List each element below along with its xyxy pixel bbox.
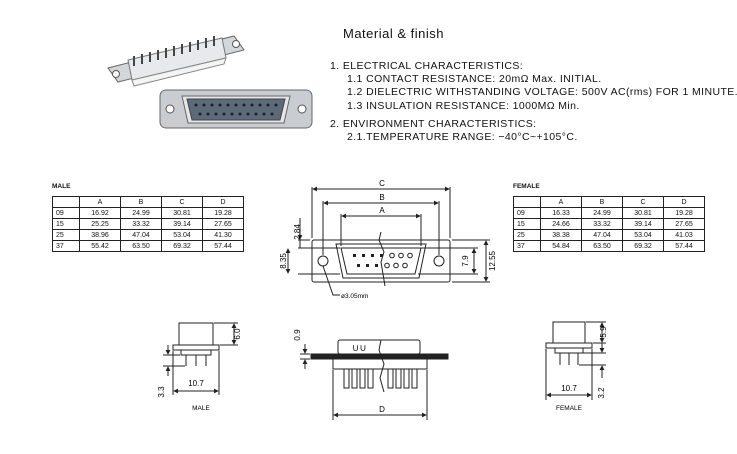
dielectric-voltage: 1.2 DIELECTRIC WITHSTANDING VOLTAGE: 500… [347, 86, 737, 99]
female-width-label: 10.7 [561, 384, 577, 393]
hole-diameter-label: ø3.05mm [341, 293, 368, 300]
female-side-caption: FEMALE [556, 405, 583, 412]
female-side-drawing [545, 321, 606, 400]
female-dimension-table: A B C D 09 16.33 24.99 30.81 19.28 15 24… [513, 196, 705, 252]
female-pin-label: 3.2 [597, 387, 606, 399]
table-row: 09 16.33 24.99 30.81 19.28 [513, 207, 705, 219]
table-header-row: A B C D [513, 196, 705, 208]
specifications: 1. ELECTRICAL CHARACTERISTICS: 1.1 CONTA… [330, 60, 737, 144]
dim-b-label: B [379, 193, 384, 202]
dim-a-label: A [379, 206, 385, 215]
front-view-drawing [285, 186, 490, 296]
male-side-drawing [163, 322, 238, 395]
male-height-label: 6.0 [233, 328, 242, 340]
temperature-range: 2.1.TEMPERATURE RANGE: −40°C~+105°C. [347, 131, 578, 144]
table-row: 25 38.96 47.04 53.04 41.30 [52, 229, 244, 241]
male-width-label: 10.7 [188, 379, 204, 388]
insulation-resistance: 1.3 INSULATION RESISTANCE: 1000MΩ Min. [347, 99, 580, 112]
svg-text:∪∪: ∪∪ [352, 343, 367, 354]
male-side-caption: MALE [192, 405, 210, 412]
male-dimension-table: A B C D 09 16.92 24.99 30.81 19.28 15 25… [52, 196, 244, 252]
table-row: 37 55.42 63.50 69.32 57.44 [52, 240, 244, 252]
table-cell: 63.50 [120, 240, 162, 252]
electrical-heading: 1. ELECTRICAL CHARACTERISTICS: [330, 60, 524, 72]
page-title: Material & finish [343, 26, 444, 41]
table-row: 09 16.92 24.99 30.81 19.28 [52, 207, 244, 219]
female-height-label: 5.9 [599, 326, 608, 338]
table-cell: 69.32 [161, 240, 203, 252]
environment-heading: 2. ENVIRONMENT CHARACTERISTICS: [330, 117, 537, 130]
female-table-label: FEMALE [513, 183, 540, 190]
dim-1255-label: 12.55 [488, 250, 497, 271]
dim-d-label: D [379, 405, 385, 414]
contact-resistance: 1.1 CONTACT RESISTANCE: 20mΩ Max. INITIA… [347, 73, 602, 86]
dim-284-label: 2.84 [293, 224, 302, 240]
table-cell: 57.44 [663, 240, 705, 252]
dim-79-label: 7.9 [461, 255, 470, 267]
table-cell: 57.44 [202, 240, 244, 252]
dim-09-label: 0.9 [293, 329, 302, 341]
dim-835-label: 8.35 [279, 253, 288, 269]
table-row: 25 38.38 47.04 53.04 41.03 [513, 229, 705, 241]
dim-c-label: C [379, 179, 385, 188]
male-connector-photo [107, 35, 245, 87]
female-connector-photo [159, 89, 313, 129]
male-table-label: MALE [52, 183, 71, 190]
table-row: 37 54.84 63.50 69.32 57.44 [513, 240, 705, 252]
table-cell: 63.50 [581, 240, 623, 252]
male-pin-label: 3.3 [157, 386, 166, 398]
bottom-view-drawing: ∪∪ [300, 339, 449, 420]
